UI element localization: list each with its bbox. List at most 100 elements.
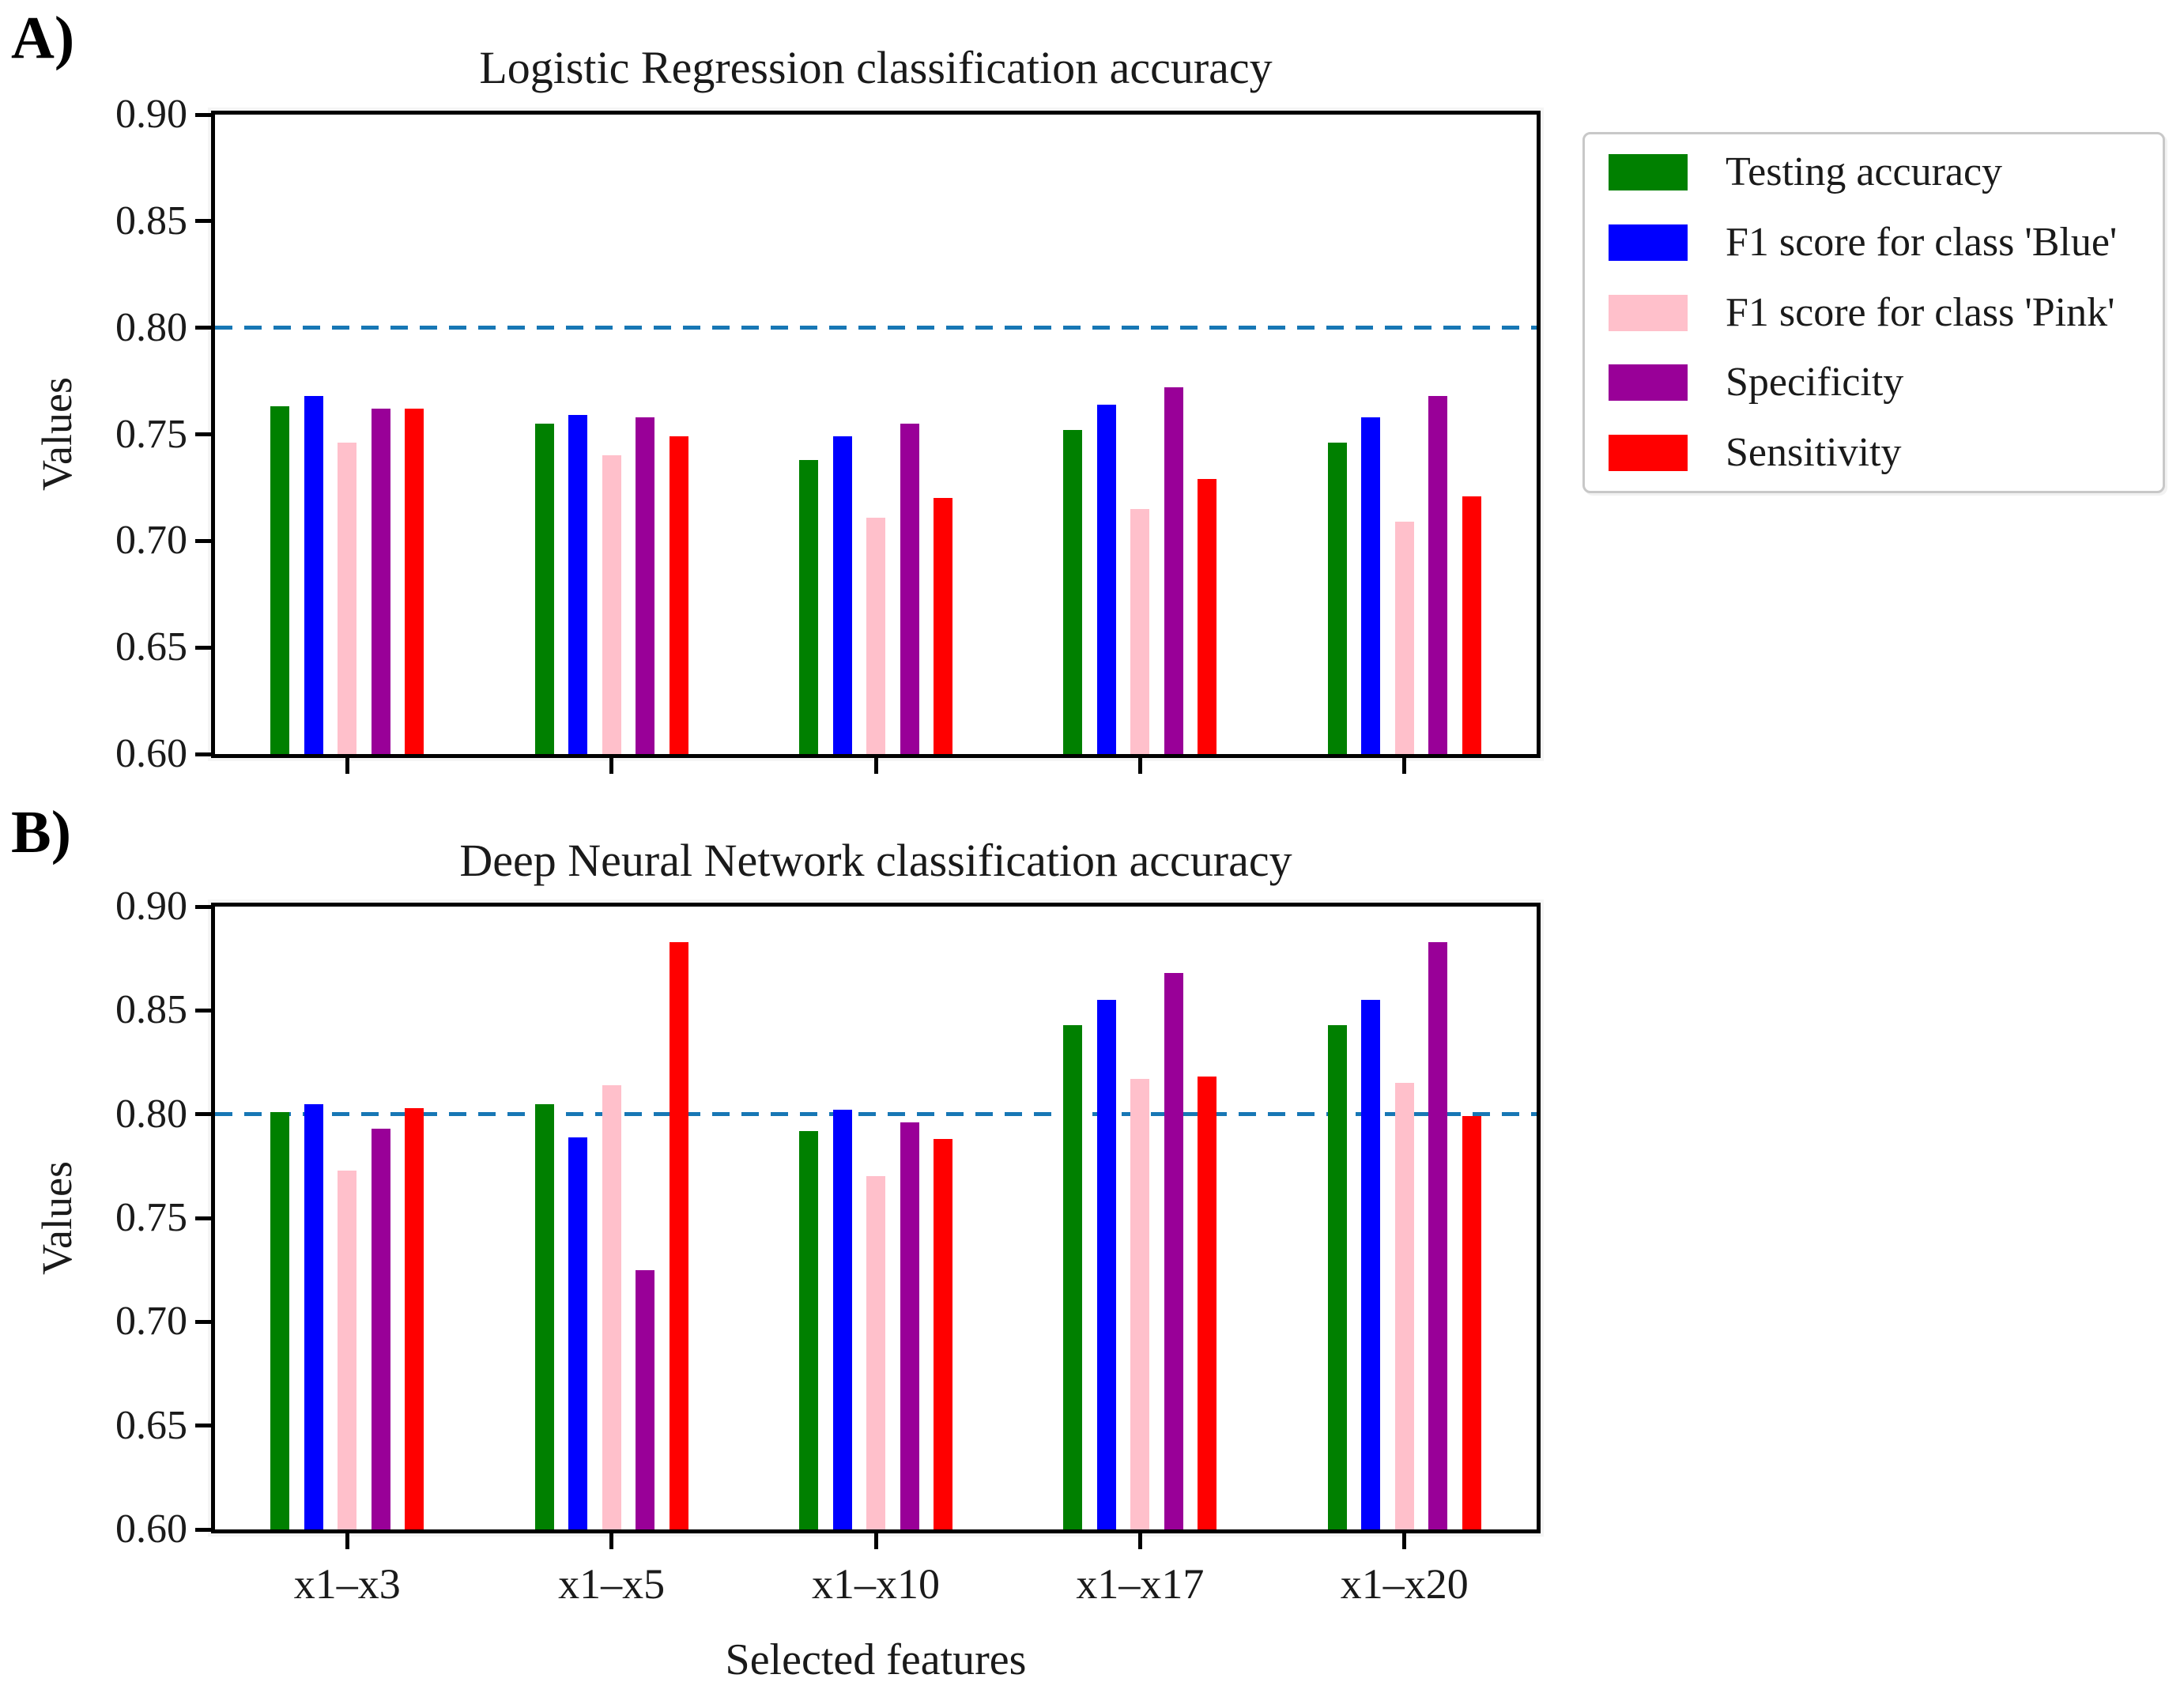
x-tick-label-x1-x3: x1–x3 [293, 1560, 401, 1608]
y-tick-mark-a-0-85 [195, 219, 211, 224]
legend-swatch-f1-score-for-class-pink [1609, 294, 1688, 331]
y-tick-mark-b-0-75 [195, 1216, 211, 1220]
legend-item-specificity: Specificity [1609, 362, 2147, 403]
x-tick-mark-b-x1-x5 [609, 1533, 614, 1549]
bar-a-x1-x20-f1-score-for-class-blue [1361, 417, 1381, 754]
bar-a-x1-x20-f1-score-for-class-pink [1394, 522, 1414, 754]
bar-a-x1-x20-sensitivity [1462, 496, 1481, 754]
bar-a-x1-x10-f1-score-for-class-blue [832, 436, 852, 754]
bar-b-x1-x10-f1-score-for-class-pink [866, 1176, 885, 1529]
x-tick-mark-a-x1-x20 [1402, 758, 1407, 774]
bar-b-x1-x20-sensitivity [1462, 1116, 1481, 1529]
y-tick-label-a-0-85: 0.85 [115, 198, 187, 243]
y-tick-mark-a-0-90 [195, 112, 211, 117]
bar-a-x1-x3-f1-score-for-class-blue [304, 395, 323, 754]
x-tick-mark-a-x1-x10 [873, 758, 878, 774]
bar-a-x1-x20-testing-accuracy [1327, 443, 1347, 754]
bar-a-x1-x10-sensitivity [934, 498, 952, 754]
y-tick-mark-a-0-70 [195, 538, 211, 543]
bar-b-x1-x10-testing-accuracy [799, 1130, 818, 1529]
bar-b-x1-x20-testing-accuracy [1327, 1024, 1347, 1529]
x-tick-label-x1-x5: x1–x5 [558, 1560, 666, 1608]
y-tick-label-b-0-60: 0.60 [115, 1507, 187, 1552]
bar-b-x1-x20-f1-score-for-class-pink [1394, 1083, 1414, 1529]
bar-b-x1-x5-f1-score-for-class-blue [568, 1137, 588, 1529]
bar-a-x1-x10-f1-score-for-class-pink [866, 517, 885, 754]
x-tick-mark-b-x1-x10 [873, 1533, 878, 1549]
y-tick-label-b-0-90: 0.90 [115, 884, 187, 929]
y-tick-mark-b-0-85 [195, 1008, 211, 1013]
legend-swatch-f1-score-for-class-blue [1609, 224, 1688, 261]
legend-items: Testing accuracy F1 score for class 'Blue… [1609, 152, 2147, 473]
x-tick-mark-b-x1-x3 [345, 1533, 349, 1549]
y-tick-label-b-0-80: 0.80 [115, 1091, 187, 1137]
legend-label-sensitivity: Sensitivity [1726, 430, 1902, 475]
bar-b-x1-x3-f1-score-for-class-blue [304, 1103, 323, 1529]
y-tick-label-a-0-75: 0.75 [115, 411, 187, 457]
y-tick-mark-b-0-65 [195, 1424, 211, 1428]
y-tick-mark-a-0-65 [195, 645, 211, 650]
bar-b-x1-x3-testing-accuracy [270, 1112, 290, 1529]
panel-b-label: B) [11, 799, 71, 865]
legend-swatch-sensitivity [1609, 435, 1688, 471]
bar-a-x1-x20-specificity [1428, 395, 1448, 754]
bar-a-x1-x10-testing-accuracy [799, 459, 818, 754]
panel-a-label: A) [11, 5, 75, 71]
x-axis-label: Selected features [725, 1635, 1027, 1684]
legend-item-f1-score-for-class-blue: F1 score for class 'Blue' [1609, 221, 2147, 263]
x-tick-mark-b-x1-x17 [1137, 1533, 1142, 1549]
reference-line-a [215, 326, 1537, 330]
bar-a-x1-x17-sensitivity [1198, 479, 1217, 754]
x-tick-mark-b-x1-x20 [1402, 1533, 1407, 1549]
y-tick-mark-b-0-60 [195, 1527, 211, 1532]
bar-b-x1-x17-sensitivity [1198, 1077, 1217, 1529]
x-tick-label-x1-x10: x1–x10 [812, 1560, 940, 1608]
bar-a-x1-x3-f1-score-for-class-pink [338, 443, 357, 754]
bar-b-x1-x5-testing-accuracy [534, 1103, 554, 1529]
bar-a-x1-x5-f1-score-for-class-blue [568, 415, 588, 754]
panel-a-title: Logistic Regression classification accur… [479, 42, 1273, 93]
bar-b-x1-x17-f1-score-for-class-pink [1130, 1079, 1150, 1529]
bar-b-x1-x3-f1-score-for-class-pink [338, 1170, 357, 1529]
y-tick-label-b-0-75: 0.75 [115, 1195, 187, 1240]
panel-b-title: Deep Neural Network classification accur… [459, 835, 1292, 886]
bar-b-x1-x20-specificity [1428, 941, 1448, 1529]
legend-item-f1-score-for-class-pink: F1 score for class 'Pink' [1609, 292, 2147, 334]
bar-a-x1-x17-testing-accuracy [1063, 430, 1083, 754]
bar-b-x1-x17-f1-score-for-class-blue [1096, 1000, 1116, 1529]
reference-line-b [215, 1112, 1537, 1117]
x-tick-mark-a-x1-x17 [1137, 758, 1142, 774]
bar-b-x1-x5-specificity [636, 1269, 655, 1529]
y-tick-label-a-0-90: 0.90 [115, 92, 187, 137]
legend-swatch-testing-accuracy [1609, 154, 1688, 190]
bar-a-x1-x5-sensitivity [669, 436, 688, 754]
bar-a-x1-x17-f1-score-for-class-pink [1130, 508, 1150, 754]
bar-b-x1-x10-f1-score-for-class-blue [832, 1110, 852, 1529]
y-tick-label-a-0-80: 0.80 [115, 304, 187, 350]
legend-swatch-specificity [1609, 364, 1688, 402]
bar-a-x1-x17-specificity [1164, 387, 1183, 754]
y-tick-label-b-0-85: 0.85 [115, 987, 187, 1033]
bar-b-x1-x17-testing-accuracy [1063, 1024, 1083, 1529]
bar-a-x1-x10-specificity [900, 424, 919, 754]
y-tick-mark-a-0-80 [195, 326, 211, 330]
bar-a-x1-x3-sensitivity [405, 409, 424, 754]
y-tick-label-a-0-60: 0.60 [115, 731, 187, 776]
bar-a-x1-x17-f1-score-for-class-blue [1096, 404, 1116, 754]
bar-b-x1-x3-sensitivity [405, 1107, 424, 1529]
bar-a-x1-x5-testing-accuracy [534, 424, 554, 754]
legend-label-specificity: Specificity [1726, 360, 1904, 405]
y-tick-label-b-0-65: 0.65 [115, 1402, 187, 1448]
bar-b-x1-x20-f1-score-for-class-blue [1361, 1000, 1381, 1529]
x-tick-mark-a-x1-x3 [345, 758, 349, 774]
legend-label-testing-accuracy: Testing accuracy [1726, 149, 2003, 194]
x-tick-mark-a-x1-x5 [609, 758, 614, 774]
x-tick-label-x1-x20: x1–x20 [1340, 1560, 1469, 1608]
bar-b-x1-x10-sensitivity [934, 1139, 952, 1529]
legend-item-testing-accuracy: Testing accuracy [1609, 152, 2147, 193]
y-tick-mark-b-0-90 [195, 904, 211, 909]
legend: Testing accuracy F1 score for class 'Blue… [1582, 132, 2165, 493]
